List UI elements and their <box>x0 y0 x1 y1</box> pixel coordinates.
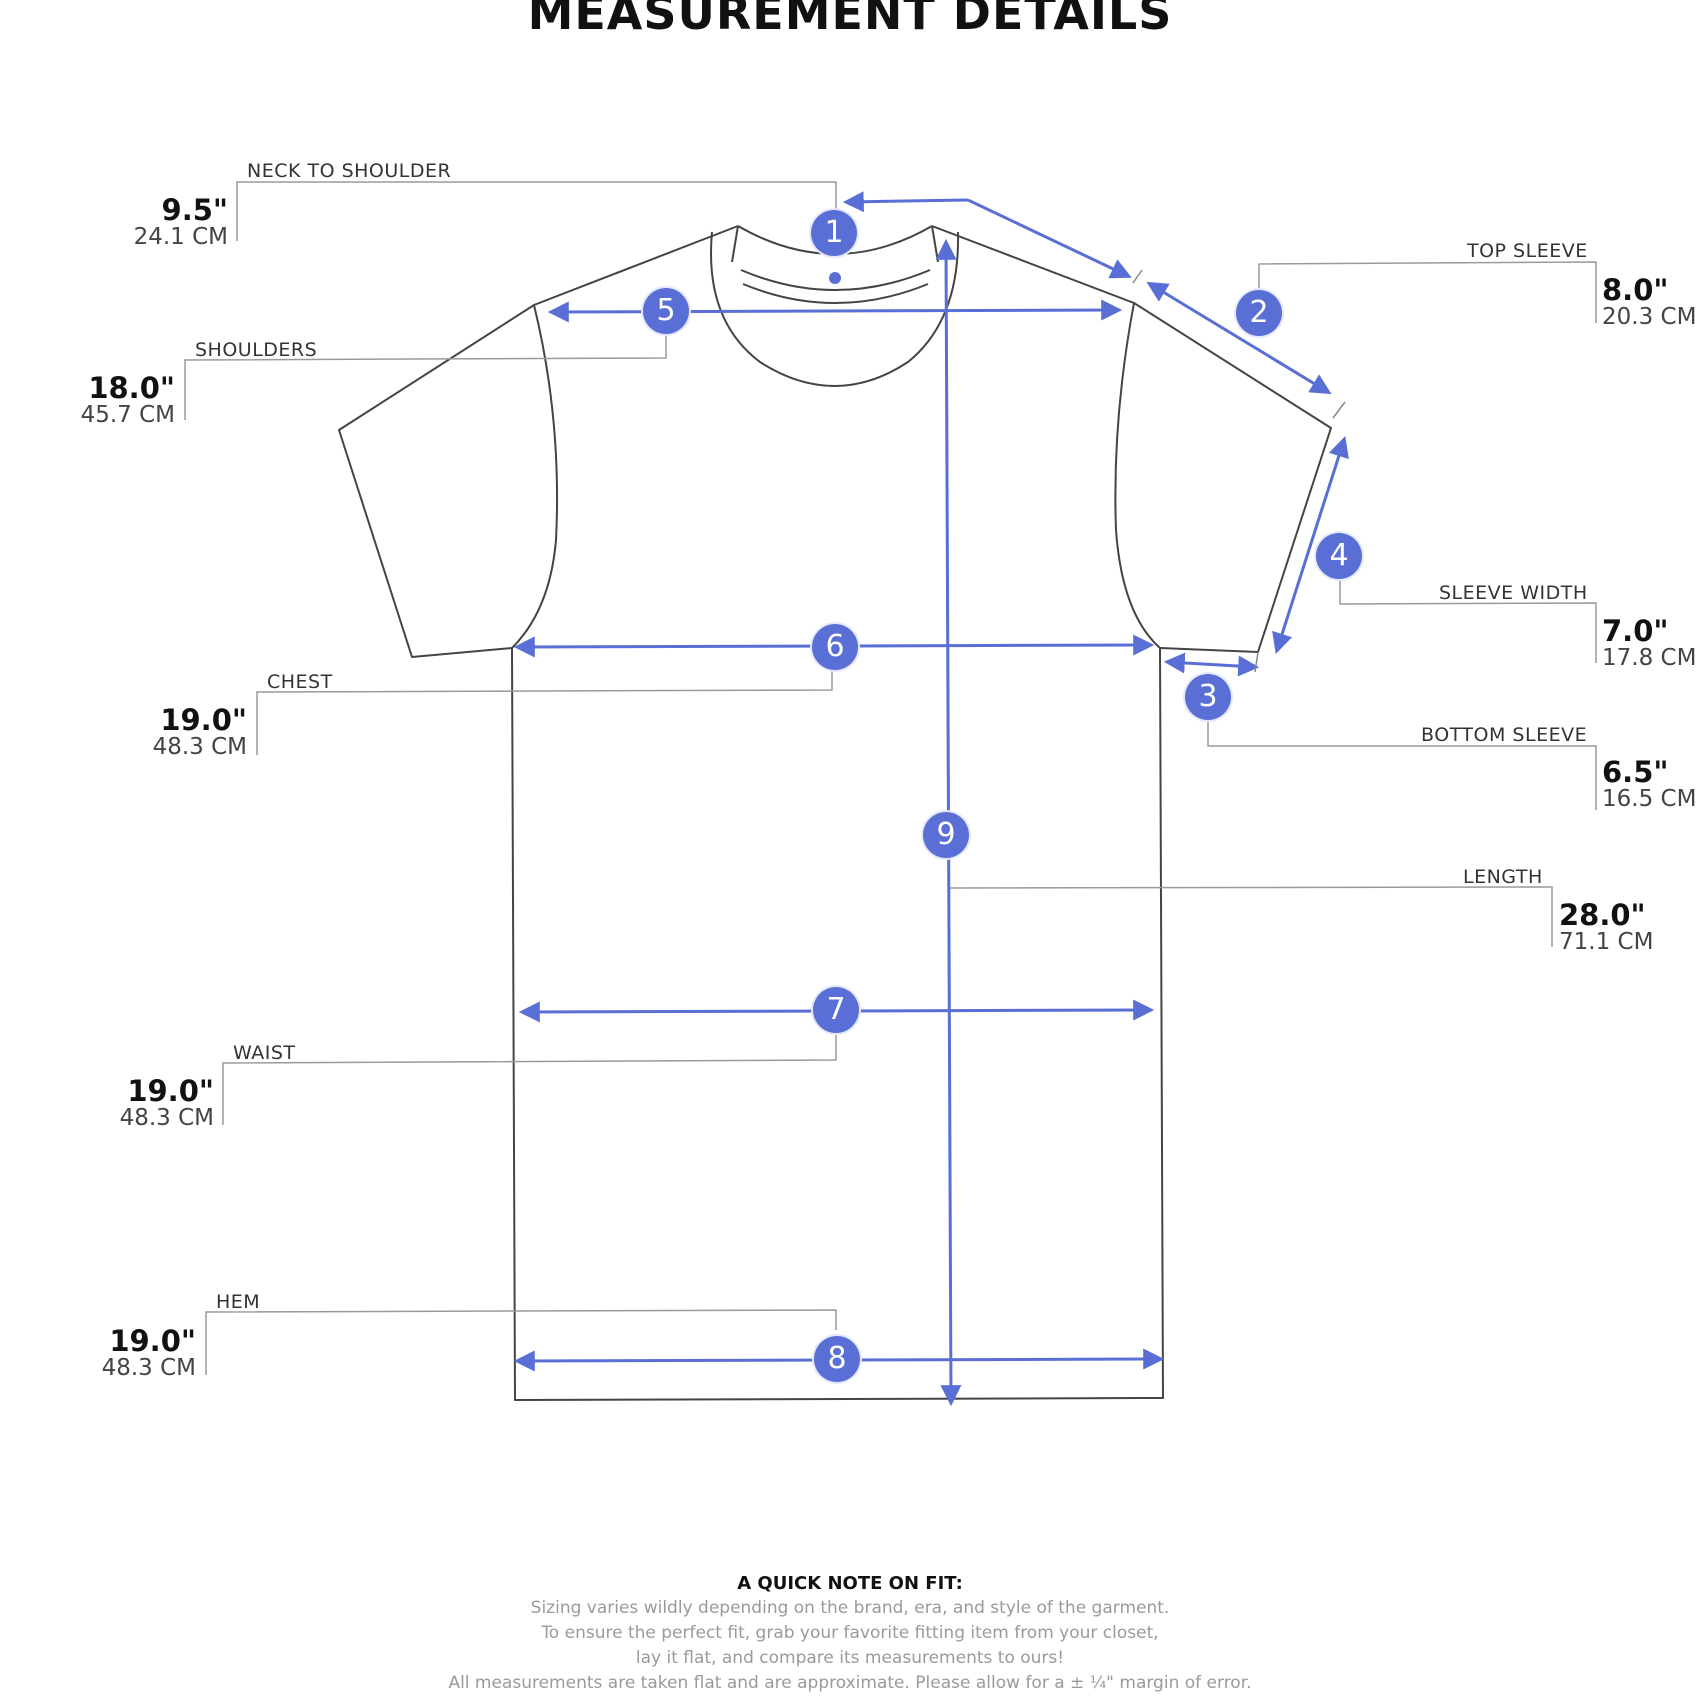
label-shoulders: SHOULDERS <box>195 339 318 361</box>
value-bottom-sleeve-cm: 16.5 CM <box>1602 786 1697 812</box>
value-hem: 19.0" 48.3 CM <box>102 1326 196 1380</box>
measurement-arrows <box>513 191 1349 1407</box>
value-hem-cm: 48.3 CM <box>101 1355 196 1381</box>
fit-note-title: A QUICK NOTE ON FIT: <box>737 1573 963 1594</box>
badge-1: 1 <box>811 210 857 256</box>
arrow-sleeve-width <box>1272 435 1349 655</box>
value-top-sleeve: 8.0" 20.3 CM <box>1602 275 1696 329</box>
value-chest-inches: 19.0" <box>160 703 247 737</box>
value-chest: 19.0" 48.3 CM <box>153 705 247 759</box>
value-sleeve-width-cm: 17.8 CM <box>1602 645 1697 671</box>
fit-note-line: Sizing varies wildly depending on the br… <box>530 1598 1170 1618</box>
arrow-top-sleeve <box>1146 281 1332 395</box>
fit-note-line: lay it flat, and compare its measurement… <box>635 1648 1065 1668</box>
label-chest: CHEST <box>267 671 333 693</box>
leader-hem <box>205 1309 837 1375</box>
badge-5: 5 <box>643 288 689 334</box>
badge-4: 4 <box>1316 533 1362 579</box>
fit-note: A QUICK NOTE ON FIT: Sizing varies wildl… <box>0 1572 1700 1696</box>
leader-waist <box>222 1035 837 1125</box>
badge-3: 3 <box>1185 674 1231 720</box>
label-top-sleeve: TOP SLEEVE <box>1467 240 1588 262</box>
neck-point-dot <box>829 272 841 284</box>
value-sleeve-width-inches: 7.0" <box>1602 614 1669 648</box>
leader-neck <box>236 181 837 241</box>
label-sleeve-width: SLEEVE WIDTH <box>1439 582 1588 604</box>
sleeve-edge-ticks <box>1132 269 1346 673</box>
value-sleeve-width: 7.0" 17.8 CM <box>1602 616 1696 670</box>
fit-note-line: All measurements are taken flat and are … <box>448 1673 1252 1693</box>
leader-lines <box>184 181 1597 1375</box>
fit-note-line: To ensure the perfect fit, grab your fav… <box>541 1623 1159 1643</box>
value-length-inches: 28.0" <box>1559 898 1646 932</box>
value-bottom-sleeve-inches: 6.5" <box>1602 755 1669 789</box>
label-waist: WAIST <box>233 1042 296 1064</box>
arrow-neck-diag <box>967 198 1132 279</box>
leader-chest <box>256 670 833 755</box>
tshirt-outline <box>338 225 1332 1401</box>
leader-shoulders <box>184 336 667 420</box>
leader-length <box>948 886 1553 947</box>
value-shoulders-inches: 18.0" <box>88 371 175 405</box>
label-length: LENGTH <box>1463 866 1543 888</box>
badge-9: 9 <box>923 812 969 858</box>
value-shoulders-cm: 45.7 CM <box>80 402 175 428</box>
label-neck-to-shoulder: NECK TO SHOULDER <box>247 160 452 182</box>
leader-top-sleeve <box>1258 261 1597 323</box>
arrow-bottom-sleeve <box>1163 652 1260 677</box>
value-neck: 9.5" 24.1 CM <box>134 195 228 249</box>
value-bottom-sleeve: 6.5" 16.5 CM <box>1602 757 1696 811</box>
value-hem-inches: 19.0" <box>109 1324 196 1358</box>
badge-7: 7 <box>813 987 859 1033</box>
value-waist-inches: 19.0" <box>127 1074 214 1108</box>
value-top-sleeve-inches: 8.0" <box>1602 273 1669 307</box>
label-bottom-sleeve: BOTTOM SLEEVE <box>1421 724 1588 746</box>
value-shoulders: 18.0" 45.7 CM <box>81 373 175 427</box>
value-neck-inches: 9.5" <box>161 193 228 227</box>
value-length: 28.0" 71.1 CM <box>1559 900 1653 954</box>
arrow-shoulders <box>547 299 1123 323</box>
value-neck-cm: 24.1 CM <box>133 224 228 250</box>
badge-8: 8 <box>814 1336 860 1382</box>
value-waist-cm: 48.3 CM <box>119 1105 214 1131</box>
value-waist: 19.0" 48.3 CM <box>120 1076 214 1130</box>
page-title: MEASUREMENT DETAILS <box>527 0 1173 40</box>
value-top-sleeve-cm: 20.3 CM <box>1602 304 1697 330</box>
badge-6: 6 <box>812 624 858 670</box>
label-hem: HEM <box>216 1291 261 1313</box>
arrow-neck <box>842 191 969 213</box>
badge-2: 2 <box>1236 290 1282 336</box>
leader-bottom-sleeve <box>1207 720 1597 810</box>
value-length-cm: 71.1 CM <box>1559 929 1654 955</box>
value-chest-cm: 48.3 CM <box>152 734 247 760</box>
